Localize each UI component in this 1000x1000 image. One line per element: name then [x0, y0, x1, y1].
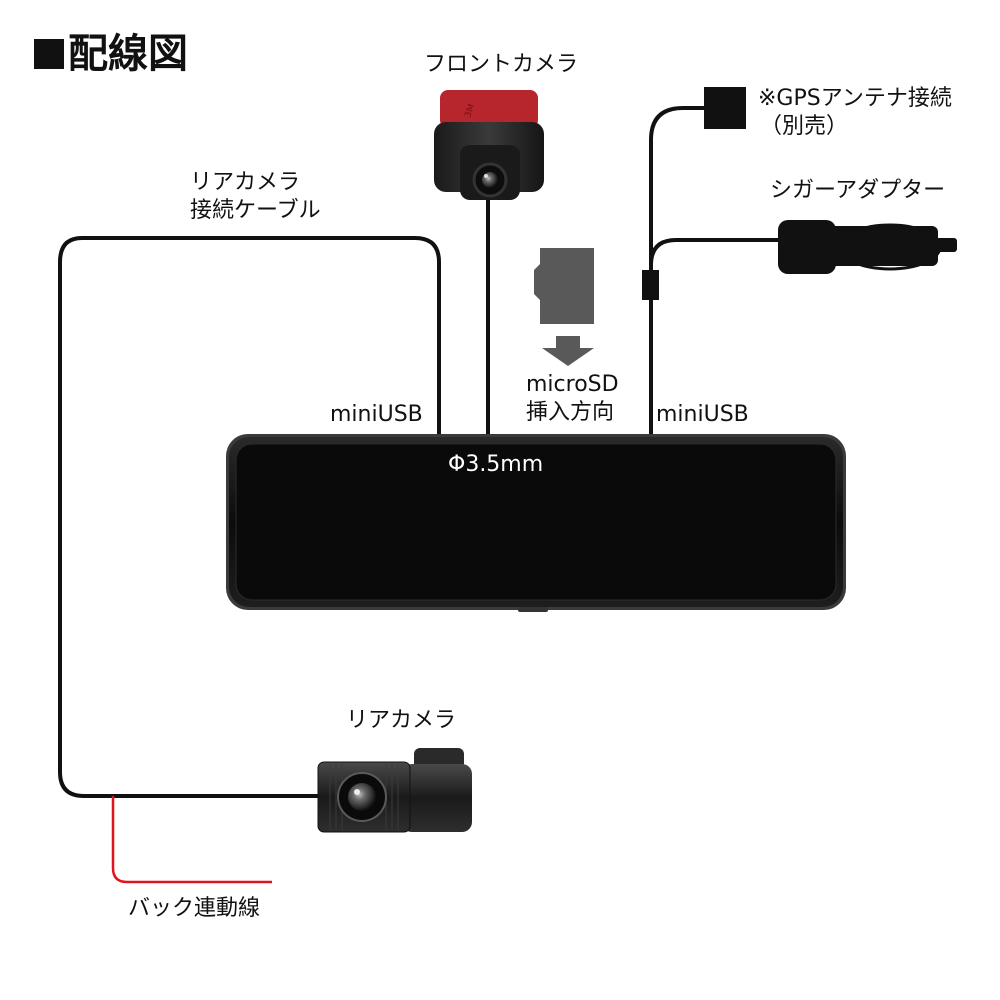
gps-antenna-note: （別売）: [760, 114, 849, 139]
gps-antenna-label: ※GPSアンテナ接続: [758, 86, 952, 111]
cigar-adapter-label: シガーアダプター: [770, 178, 946, 203]
gps-antenna-connector: [704, 87, 746, 129]
svg-text:3M: 3M: [463, 103, 477, 119]
miniusb-right-label: miniUSB: [656, 402, 749, 427]
cigar-branch-cable: [649, 238, 785, 266]
microsd-direction-label: 挿入方向: [526, 400, 615, 425]
microsd-label: microSD: [526, 372, 619, 397]
mirror-unit: [226, 434, 846, 612]
front-camera-label: フロントカメラ: [424, 52, 579, 77]
front-camera: 3M: [434, 90, 544, 200]
rear-cable-label-1: リアカメラ: [190, 170, 301, 195]
rear-cable-label-2: 接続ケーブル: [190, 198, 321, 223]
title-text: 配線図: [68, 31, 188, 77]
rear-camera-label: リアカメラ: [346, 708, 457, 733]
miniusb-left-label: miniUSB: [330, 402, 423, 427]
rear-camera-cable: [58, 236, 441, 798]
reverse-wire: [111, 796, 272, 884]
microsd-card-icon: [534, 248, 594, 324]
page-title: 配線図: [34, 30, 188, 78]
power-cable: [649, 106, 705, 437]
title-square-icon: [34, 39, 64, 69]
phi-jack-label: Φ3.5mm: [448, 452, 544, 477]
cigar-adapter: [778, 220, 957, 274]
cable-splitter: [642, 270, 659, 300]
reverse-wire-label: バック連動線: [128, 896, 261, 921]
rear-camera: [317, 748, 472, 833]
insert-arrow-icon: [542, 336, 594, 366]
